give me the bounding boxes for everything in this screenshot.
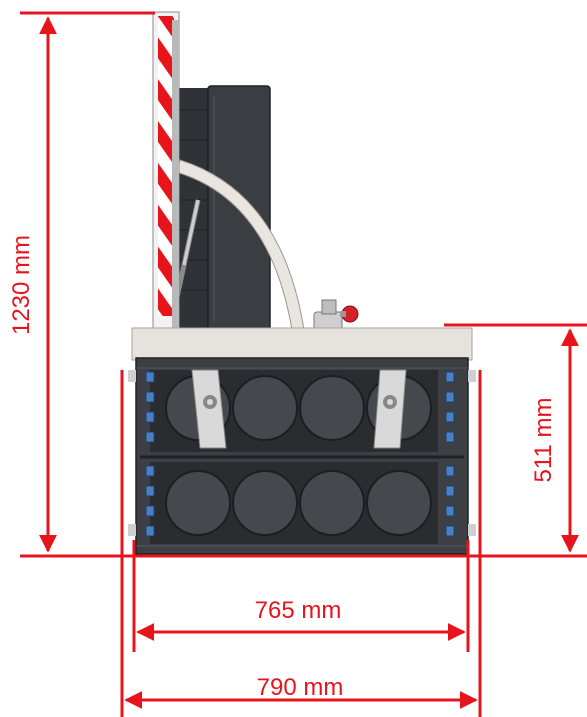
mounting-bracket-right xyxy=(373,369,407,449)
mounting-bracket-left xyxy=(191,369,227,449)
cell xyxy=(232,375,298,441)
emergency-stop xyxy=(313,299,359,331)
latches-right xyxy=(445,371,455,537)
warning-board xyxy=(152,11,180,335)
cell-row-lower xyxy=(165,470,432,536)
machine-illustration xyxy=(128,11,476,555)
cell xyxy=(165,470,231,536)
cell xyxy=(299,375,365,441)
label-height-total: 1230 mm xyxy=(8,235,35,335)
label-height-base: 511 mm xyxy=(530,398,557,483)
label-width-inner: 765 mm xyxy=(255,597,342,624)
cell xyxy=(299,470,365,536)
cell xyxy=(232,470,298,536)
raised-panel xyxy=(178,85,271,331)
dimension-lines xyxy=(20,11,587,717)
top-plate xyxy=(131,327,473,361)
latches-left xyxy=(145,371,155,537)
label-width-outer: 790 mm xyxy=(257,674,344,701)
cell xyxy=(366,470,432,536)
